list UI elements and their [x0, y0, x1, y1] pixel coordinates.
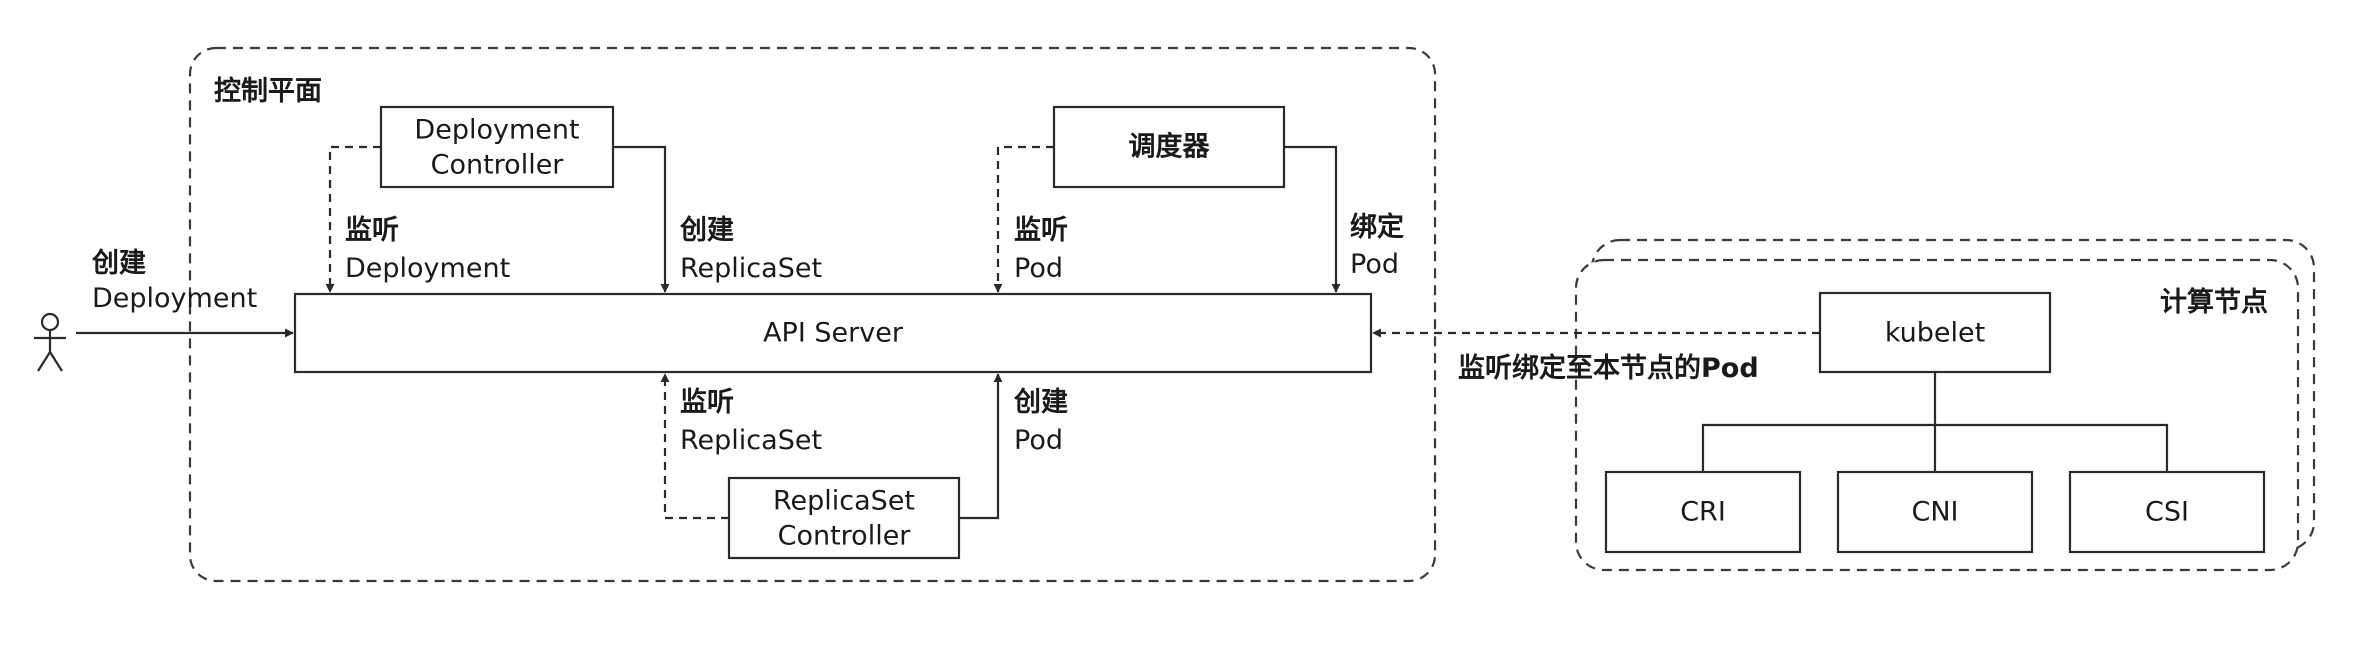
scheduler-box: [1052, 105, 1286, 189]
user-create-label-line2: Deployment: [92, 283, 257, 314]
kubelet-box: [1818, 291, 2052, 374]
cri-box: [1604, 470, 1802, 554]
rc-watch-label-line2: ReplicaSet: [680, 425, 822, 456]
cni-label: CNI: [1911, 497, 1958, 528]
kubelet-label: kubelet: [1885, 318, 1985, 349]
compute-node-title: 计算节点: [2160, 286, 2268, 318]
sched-watch-label-line2: Pod: [1014, 253, 1063, 284]
kubelet-watch-label: 监听绑定至本节点的Pod: [1458, 352, 1759, 384]
sched-bind-arrow: [1284, 145, 1341, 293]
replicaset-controller-label-line1: ReplicaSet: [773, 486, 915, 517]
sched-watch-arrow: [993, 145, 1054, 293]
dc-watch-label-line2: Deployment: [345, 253, 510, 284]
replicaset-controller-label-line2: Controller: [778, 521, 912, 552]
user-create-label-line1: 创建: [91, 248, 146, 279]
replicaset-controller-box: [727, 476, 961, 560]
deployment-controller-label-line2: Controller: [431, 150, 565, 181]
kubelet-plugins-bracket: [1701, 423, 2169, 472]
cri-label: CRI: [1680, 497, 1726, 528]
dc-create-label-line1: 创建: [679, 215, 734, 246]
dc-watch-label-line1: 监听: [345, 215, 399, 246]
sched-watch-label-line1: 监听: [1014, 215, 1068, 246]
sched-bind-label-line1: 绑定: [1350, 211, 1404, 243]
cni-box: [1836, 470, 2034, 554]
scheduler-label: 调度器: [1129, 131, 1211, 163]
api-server-label: API Server: [763, 318, 904, 349]
rc-create-label-line2: Pod: [1014, 425, 1063, 456]
csi-label: CSI: [2145, 497, 2189, 528]
dc-watch-arrow: [325, 145, 381, 293]
deployment-controller-box: [379, 105, 615, 189]
sched-bind-label-line2: Pod: [1350, 249, 1399, 280]
rc-create-arrow: [959, 373, 1003, 520]
api-server-box: [293, 292, 1373, 374]
user-icon: [34, 312, 66, 372]
dc-create-arrow: [613, 145, 670, 293]
csi-box: [2068, 470, 2266, 554]
rc-create-label-line1: 创建: [1013, 387, 1068, 418]
rc-watch-arrow: [660, 373, 729, 520]
deployment-controller-label-line1: Deployment: [414, 115, 579, 146]
control-plane-title: 控制平面: [214, 76, 322, 107]
rc-watch-label-line1: 监听: [680, 387, 734, 418]
dc-create-label-line2: ReplicaSet: [680, 253, 822, 284]
